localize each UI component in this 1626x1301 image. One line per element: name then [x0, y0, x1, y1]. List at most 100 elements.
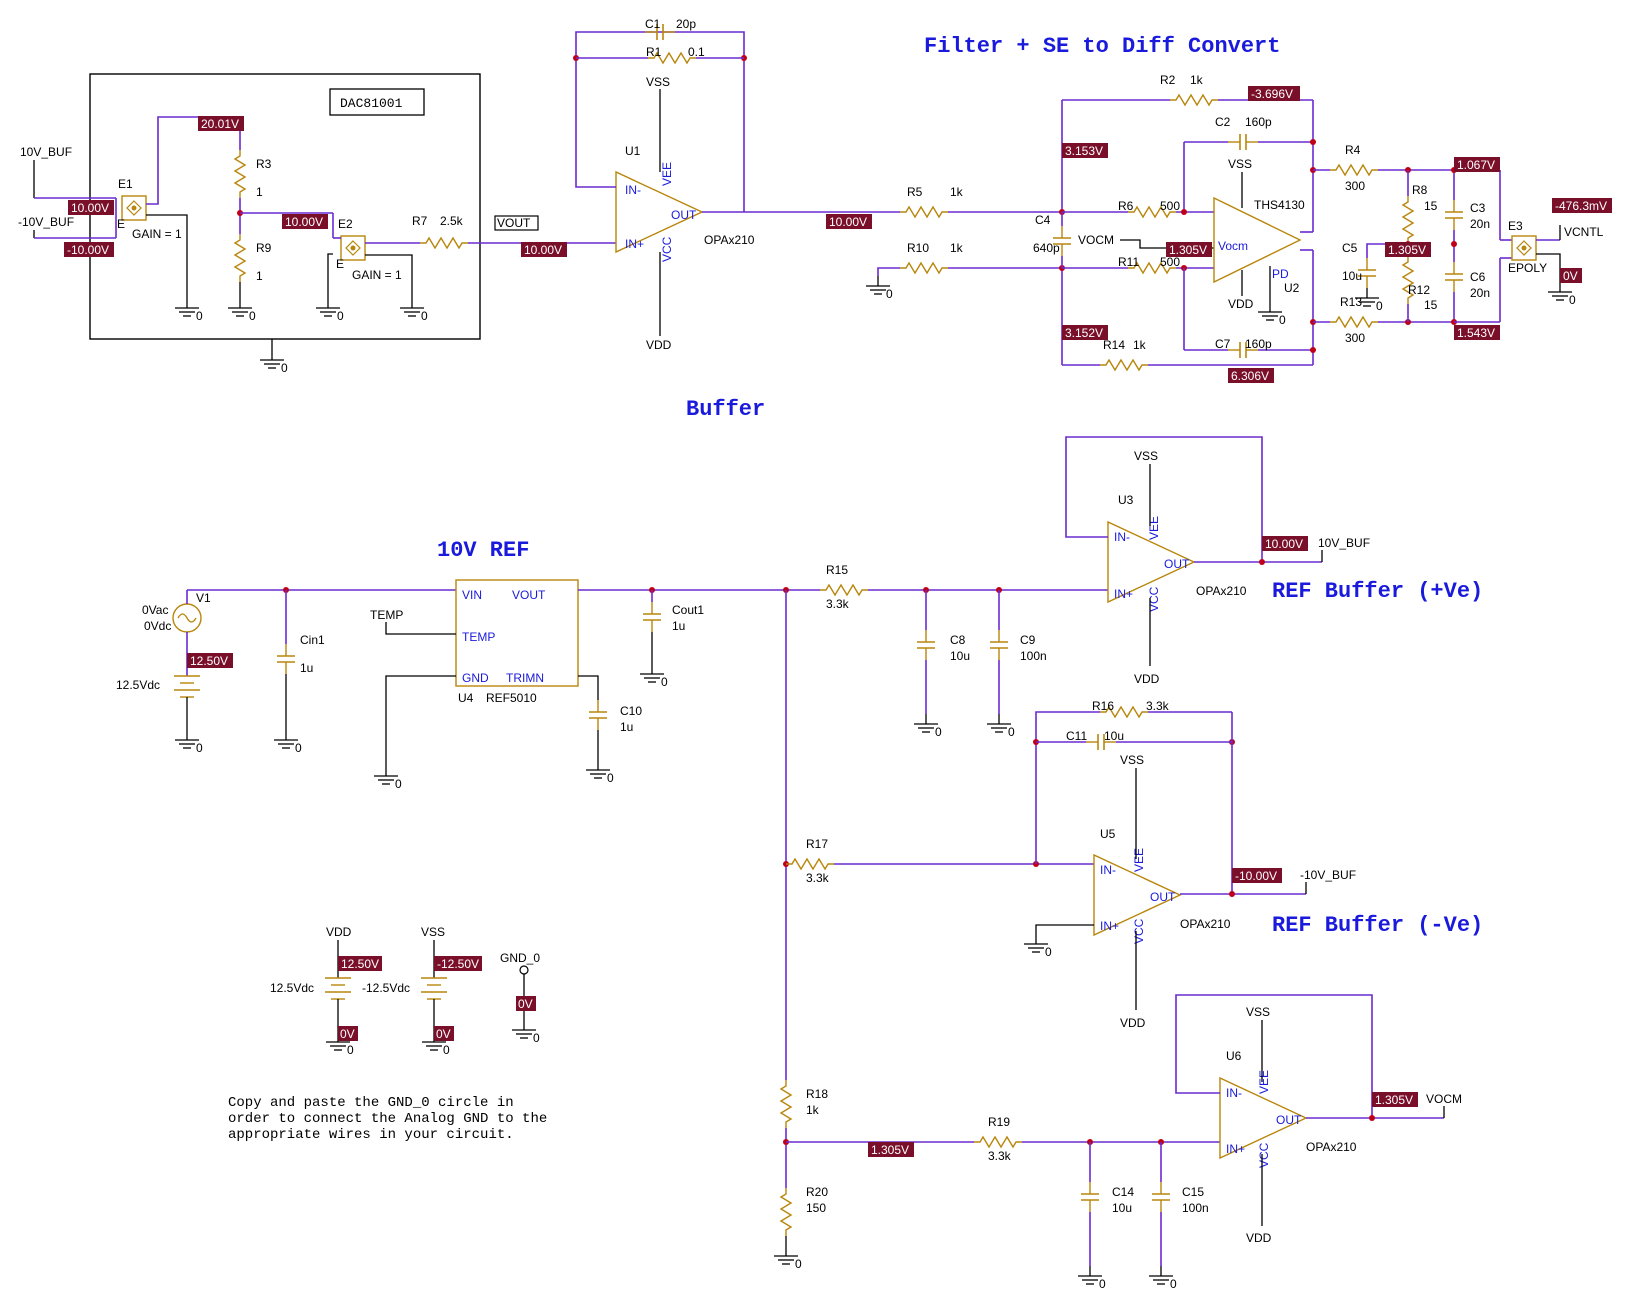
c8-value: 10u	[950, 649, 970, 663]
svg-text:20.01V: 20.01V	[201, 117, 239, 131]
r5-resistor	[899, 206, 949, 218]
svg-text:0V: 0V	[518, 997, 533, 1011]
svg-text:0: 0	[347, 1043, 354, 1057]
r7-value: 2.5k	[440, 214, 464, 228]
gnd0-label[interactable]: GND_0	[500, 951, 540, 965]
svg-text:0V: 0V	[340, 1027, 355, 1041]
u2-label: U2	[1284, 281, 1300, 295]
svg-text:VCC: VCC	[1132, 918, 1146, 944]
svg-text:0: 0	[249, 309, 256, 323]
svg-text:IN+: IN+	[1226, 1142, 1245, 1156]
svg-text:0: 0	[1045, 945, 1052, 959]
r7-resistor	[419, 237, 469, 249]
c3-label: C3	[1470, 201, 1486, 215]
temp-net: TEMP	[370, 608, 403, 622]
svg-text:3.152V: 3.152V	[1065, 326, 1103, 340]
svg-text:OUT: OUT	[671, 208, 697, 222]
svg-text:10.00V: 10.00V	[71, 201, 109, 215]
e3-model: EPOLY	[1508, 261, 1547, 275]
r4-value: 300	[1345, 179, 1365, 193]
vocm-out-net: VOCM	[1426, 1092, 1462, 1106]
svg-text:0: 0	[795, 1257, 802, 1271]
c9-value: 100n	[1020, 649, 1047, 663]
probe-6-306v: 6.306V	[1228, 368, 1274, 383]
svg-text:12.50V: 12.50V	[341, 957, 379, 971]
probe-0v-e3: 0V	[1560, 268, 1582, 283]
u5-model: OPAx210	[1180, 917, 1231, 931]
r16-label: R16	[1092, 699, 1114, 713]
r18-value: 1k	[806, 1103, 820, 1117]
svg-text:VIN: VIN	[462, 588, 482, 602]
note-line-3: appropriate wires in your circuit.	[228, 1127, 514, 1143]
cin1-value: 1u	[300, 661, 313, 675]
v1-supply-dc: 12.5Vdc	[116, 678, 160, 692]
r20-resistor	[780, 1187, 792, 1237]
v1-dc: 0Vdc	[144, 619, 171, 633]
svg-text:OUT: OUT	[1164, 557, 1190, 571]
v1-ac: 0Vac	[142, 603, 168, 617]
gnd0-circle[interactable]	[519, 965, 529, 975]
u3-model: OPAx210	[1196, 584, 1247, 598]
probe-neg10v-u5-out: -10.00V	[1232, 868, 1282, 883]
svg-text:0: 0	[1008, 725, 1015, 739]
cout1-label: Cout1	[672, 603, 704, 617]
probe-1-543v: 1.543V	[1454, 325, 1500, 340]
svg-text:12.50V: 12.50V	[190, 654, 228, 668]
u4-model: REF5010	[486, 691, 537, 705]
svg-text:VCC: VCC	[1147, 586, 1161, 612]
e2-gain: GAIN = 1	[352, 268, 402, 282]
svg-text:6.306V: 6.306V	[1231, 369, 1269, 383]
e1-e-label: E	[117, 217, 125, 231]
r13-resistor	[1329, 316, 1379, 328]
r15-value: 3.3k	[826, 597, 850, 611]
r4-label: R4	[1345, 143, 1361, 157]
r20-label: R20	[806, 1185, 828, 1199]
c2-capacitor	[1227, 133, 1259, 151]
r18-label: R18	[806, 1087, 828, 1101]
u6-label: U6	[1226, 1049, 1242, 1063]
svg-text:-10.00V: -10.00V	[67, 243, 109, 257]
vcntl-net: VCNTL	[1564, 225, 1604, 239]
r4-resistor	[1329, 164, 1379, 176]
u2-fully-diff-amp	[1213, 196, 1302, 284]
u4-label: U4	[458, 691, 474, 705]
e3-source	[1511, 235, 1537, 261]
svg-text:0: 0	[607, 771, 614, 785]
svg-text:0: 0	[421, 309, 428, 323]
svg-text:0V: 0V	[436, 1027, 451, 1041]
svg-text:VDD: VDD	[1120, 1016, 1146, 1030]
c9-label: C9	[1020, 633, 1036, 647]
c6-capacitor	[1444, 261, 1464, 293]
svg-text:1.543V: 1.543V	[1457, 326, 1495, 340]
svg-text:VDD: VDD	[1246, 1231, 1272, 1245]
svg-text:VEE: VEE	[1147, 516, 1161, 540]
dac-block-frame	[89, 73, 481, 340]
cout1-value: 1u	[672, 619, 685, 633]
svg-text:1.067V: 1.067V	[1457, 158, 1495, 172]
svg-text:10.00V: 10.00V	[1265, 537, 1303, 551]
svg-text:1.305V: 1.305V	[871, 1143, 909, 1157]
gnd-label: 0	[196, 309, 203, 323]
r8-value: 15	[1424, 199, 1438, 213]
c14-label: C14	[1112, 1185, 1134, 1199]
probe-10v-u1-out: 10.00V	[826, 214, 872, 229]
svg-text:-3.696V: -3.696V	[1251, 87, 1293, 101]
title-buffer: Buffer	[686, 397, 765, 422]
c15-capacitor	[1151, 1181, 1171, 1213]
svg-text:0: 0	[1376, 299, 1383, 313]
probe-neg3-696v: -3.696V	[1248, 86, 1300, 101]
svg-text:0: 0	[1170, 1277, 1177, 1291]
svg-text:1.305V: 1.305V	[1169, 243, 1207, 257]
r18-resistor	[780, 1079, 792, 1129]
r12-value: 15	[1424, 298, 1438, 312]
c11-label: C11	[1066, 729, 1087, 743]
probe-3-153v: 3.153V	[1062, 143, 1108, 158]
svg-text:VCC: VCC	[660, 236, 674, 262]
svg-text:VSS: VSS	[1134, 449, 1158, 463]
e1-source	[121, 195, 147, 221]
c5-label: C5	[1342, 241, 1358, 255]
probe-12-50v-v1: 12.50V	[187, 653, 233, 668]
e1-label: E1	[118, 177, 133, 191]
c11-value: 10u	[1104, 729, 1124, 743]
c8-capacitor	[916, 629, 936, 661]
